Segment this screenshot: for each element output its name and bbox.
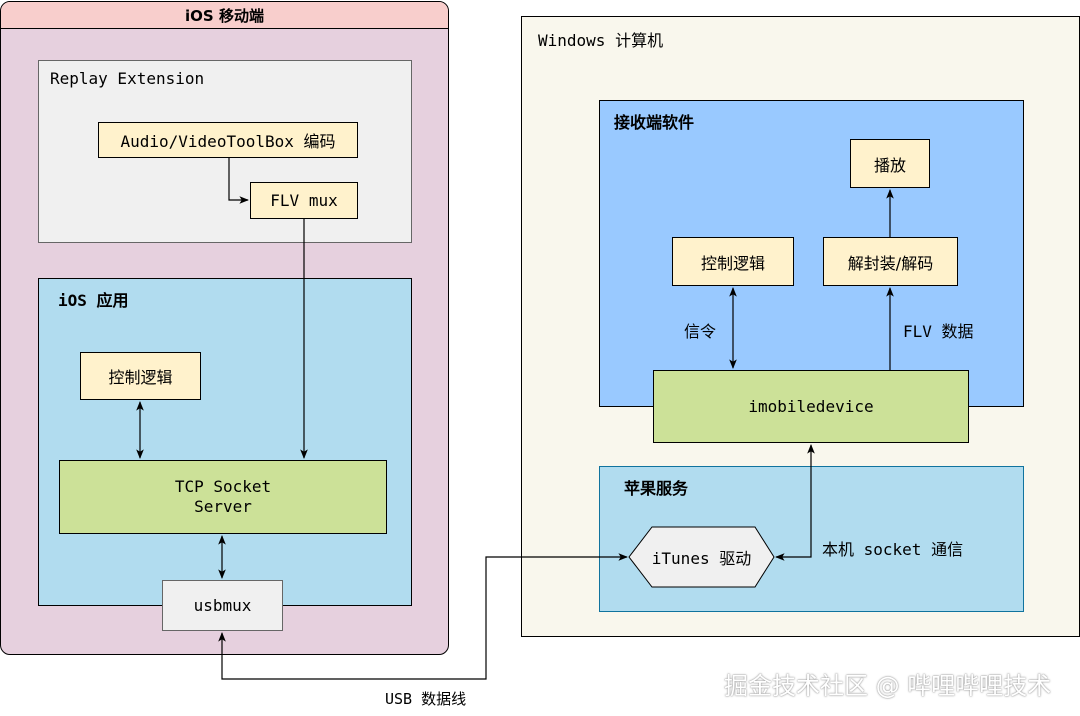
ios-mobile-title: iOS 移动端: [1, 2, 448, 29]
flv-mux-box: FLV mux: [250, 182, 358, 219]
watermark: 掘金技术社区 @ 哔哩哔哩技术: [724, 672, 1052, 700]
usb-cable-label: USB 数据线: [385, 690, 467, 708]
ios-app-title: iOS 应用: [58, 291, 129, 310]
encoder-to-flvmux-line: [228, 158, 249, 204]
tcp-socket-server-box: TCP Socket Server: [59, 460, 387, 534]
encoder-box: Audio/VideoToolBox 编码: [98, 122, 358, 158]
receiver-software-title: 接收端软件: [614, 113, 695, 132]
ios-control-logic-box: 控制逻辑: [80, 352, 201, 400]
itunes-driver-hexagon: [628, 526, 775, 588]
itunes-to-imobiledevice-line: [775, 444, 815, 561]
pc-control-logic-box: 控制逻辑: [672, 237, 794, 286]
imobiledevice-box: imobiledevice: [653, 370, 969, 443]
apple-services-title: 苹果服务: [624, 479, 689, 498]
tcp-socket-server-line2: Server: [194, 497, 252, 516]
itunes-driver-label: iTunes 驱动: [651, 549, 752, 568]
replay-extension-title: Replay Extension: [50, 69, 205, 88]
signaling-label: 信令: [684, 322, 717, 341]
tcp-socket-server-line1: TCP Socket: [174, 477, 272, 496]
demux-decode-box: 解封装/解码: [823, 237, 958, 286]
windows-pc-title: Windows 计算机: [538, 31, 664, 50]
playback-box: 播放: [850, 139, 930, 188]
usb-cable-line: [218, 553, 628, 680]
local-socket-label: 本机 socket 通信: [822, 540, 964, 559]
flv-data-label: FLV 数据: [903, 322, 974, 341]
